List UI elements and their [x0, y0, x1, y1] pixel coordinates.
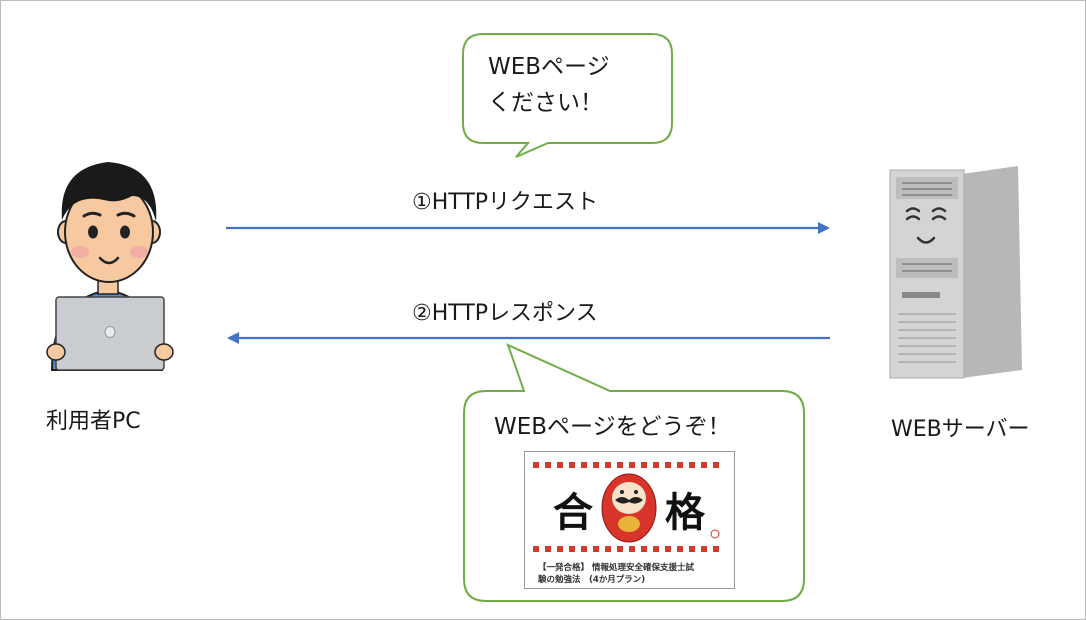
webpage-kanji-right: 格	[665, 489, 705, 536]
request-arrow-label: ①HTTPリクエスト	[412, 190, 599, 215]
response-bubble-text: WEBページをどうぞ！	[494, 414, 731, 440]
webpage-decoration	[533, 462, 720, 552]
user-pc-illustration	[46, 162, 174, 371]
webpage-kanji-left: 合	[553, 489, 593, 536]
server-illustration	[889, 166, 1022, 379]
request-bubble-line1: WEBページ	[488, 54, 610, 80]
webpage-caption-line1: 【一発合格】 情報処理安全確保支援士試	[538, 563, 694, 573]
request-bubble	[462, 33, 673, 158]
response-arrow-label: ②HTTPレスポンス	[412, 301, 598, 326]
client-label: 利用者PC	[46, 409, 141, 434]
server-label: WEBサーバー	[891, 417, 1030, 442]
webpage-thumbnail: 合 格 【一発合格】 情報処理安全確保支援士試 験の勉強法 (4か月プラン)	[524, 451, 735, 589]
webpage-caption-line2: 験の勉強法 (4か月プラン)	[538, 575, 646, 585]
request-bubble-line2: ください！	[488, 90, 603, 116]
